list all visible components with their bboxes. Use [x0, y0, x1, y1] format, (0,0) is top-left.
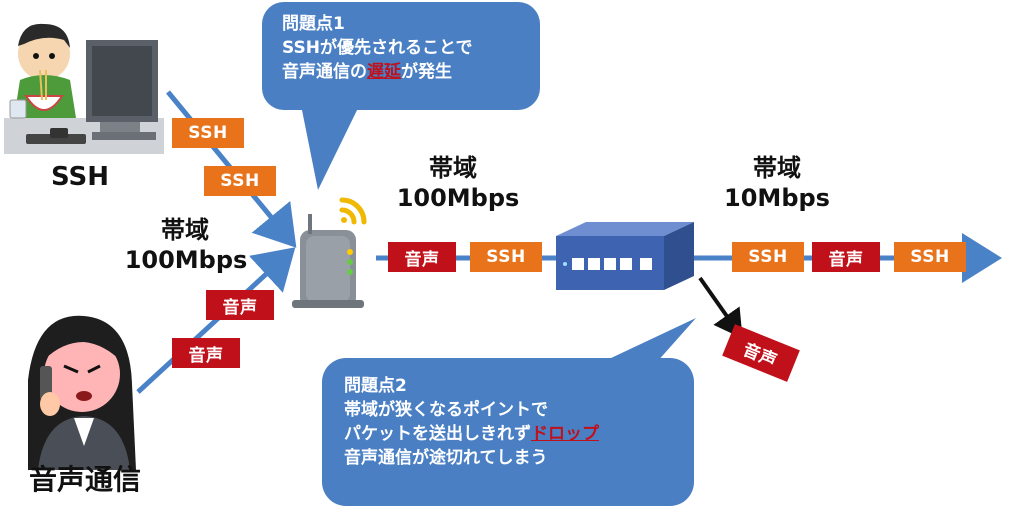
- packet-ssh: SSH: [732, 242, 804, 272]
- callout-1-line2-post: が発生: [401, 62, 452, 82]
- packet-ssh: SSH: [470, 242, 542, 272]
- ssh-user-label: SSH: [50, 162, 110, 192]
- ssh-user-illustration: [4, 23, 164, 154]
- band-right-value: 10Mbps: [724, 184, 830, 212]
- callout-2-title: 問題点2: [344, 376, 407, 396]
- callout-2-line2-pre: パケットを送出しきれず: [344, 424, 531, 444]
- router-icon: [292, 214, 364, 308]
- callout-1-highlight: 遅延: [367, 62, 401, 82]
- packet-ssh: SSH: [204, 166, 276, 196]
- packet-ssh: SSH: [894, 242, 966, 272]
- packet-voice: 音声: [172, 338, 240, 368]
- voice-flow-arrow: [136, 247, 296, 394]
- packet-voice: 音声: [206, 290, 274, 320]
- packet-voice: 音声: [388, 242, 456, 272]
- wifi-signal-icon: [339, 197, 367, 225]
- callout-2-line3: 音声通信が途切れてしまう: [344, 448, 548, 468]
- callout-1-text: 問題点1 SSHが優先されることで 音声通信の遅延が発生: [282, 12, 472, 84]
- band-mid-value: 100Mbps: [396, 184, 520, 212]
- callout-1-bubble: [262, 2, 540, 190]
- callout-2-line1: 帯域が狭くなるポイントで: [344, 400, 548, 420]
- callout-1-line2-pre: 音声通信の: [282, 62, 367, 82]
- callout-2-bubble: [322, 318, 696, 506]
- callout-1-line1: SSHが優先されることで: [282, 38, 473, 58]
- band-left-value: 100Mbps: [124, 246, 248, 274]
- callout-1-title: 問題点1: [282, 14, 345, 34]
- packet-voice: 音声: [812, 242, 880, 272]
- band-mid-title: 帯域: [429, 154, 477, 182]
- callout-2-highlight: ドロップ: [531, 424, 599, 444]
- band-right-title: 帯域: [753, 154, 801, 182]
- voice-user-illustration: [28, 315, 136, 470]
- packet-ssh: SSH: [172, 118, 244, 148]
- drop-arrow: [698, 276, 743, 339]
- band-left-title: 帯域: [161, 216, 209, 244]
- voice-user-label: 音声通信: [28, 463, 141, 496]
- switch-icon: [556, 222, 694, 290]
- callout-2-text: 問題点2 帯域が狭くなるポイントで パケットを送出しきれずドロップ 音声通信が途…: [344, 374, 599, 470]
- callout-2-line2: パケットを送出しきれずドロップ: [344, 422, 599, 446]
- callout-1-line2: 音声通信の遅延が発生: [282, 60, 472, 84]
